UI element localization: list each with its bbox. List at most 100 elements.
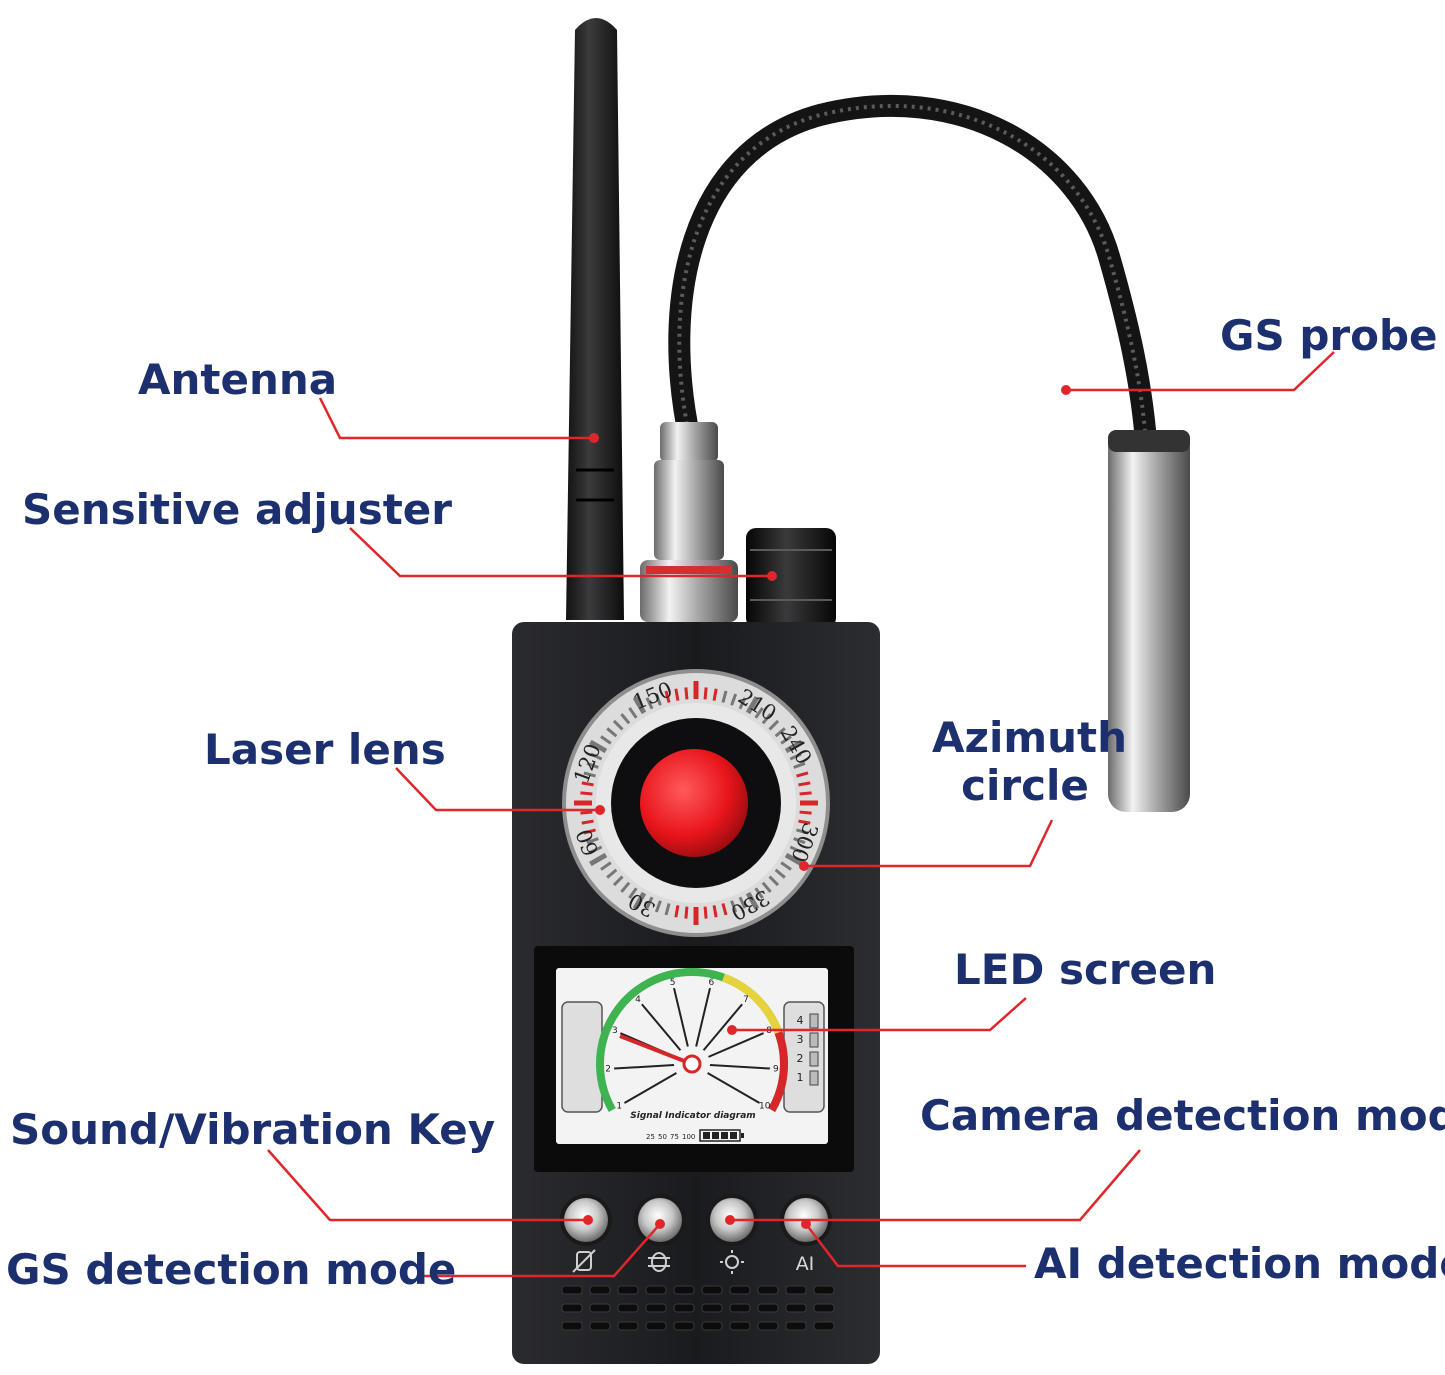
grille-slot xyxy=(673,1303,695,1313)
dial-tick xyxy=(620,881,631,893)
dial-tick xyxy=(798,781,811,787)
dial-tick xyxy=(664,690,671,703)
grille-slot xyxy=(561,1303,583,1313)
grille-slot xyxy=(785,1285,807,1295)
grille-slot xyxy=(617,1303,639,1313)
dial-tick xyxy=(612,719,624,731)
dial-tick xyxy=(620,713,631,725)
dial-tick xyxy=(761,713,772,725)
bar-number: 2 xyxy=(797,1052,804,1065)
dial-tick xyxy=(632,891,647,910)
dial-tick xyxy=(645,697,654,710)
dial-tick xyxy=(796,771,809,778)
label-camera-detection-mode: Camera detection mode xyxy=(920,1091,1445,1140)
grille-slot xyxy=(561,1321,583,1331)
dial-tick xyxy=(745,891,760,910)
dial-tick xyxy=(645,896,654,909)
laser-lens xyxy=(640,749,748,857)
screen-caption: Signal Indicator diagram xyxy=(630,1111,755,1121)
grille-slot xyxy=(617,1321,639,1331)
dial-tick xyxy=(703,906,708,919)
gauge-spoke xyxy=(695,987,711,1047)
label-azimuth-circle: Azimuth circle xyxy=(932,713,1127,811)
gauge-number: 10 xyxy=(759,1102,771,1112)
leader-laser-lens xyxy=(395,767,600,812)
sensitive-adjuster-knob xyxy=(746,528,836,628)
vibration-icon xyxy=(572,1249,596,1273)
dial-tick xyxy=(793,761,806,769)
dial-tick xyxy=(612,875,624,887)
dial-tick xyxy=(745,696,760,715)
gauge-number: 5 xyxy=(670,978,676,988)
dial-tick xyxy=(789,845,802,854)
bar-segment xyxy=(809,1070,819,1086)
gauge-number: 1 xyxy=(616,1102,622,1112)
dial-tick xyxy=(796,828,809,835)
leader-sound-vibration xyxy=(267,1149,588,1222)
dial-tick xyxy=(761,881,772,893)
dial-tick xyxy=(738,896,747,909)
gauge-spoke xyxy=(702,1003,743,1051)
dial-tick xyxy=(581,781,594,787)
dial-tick xyxy=(674,688,680,701)
bar-segment xyxy=(809,1013,819,1029)
grille-slot xyxy=(645,1321,667,1331)
leader-gs-probe xyxy=(1066,351,1335,392)
dial-tick xyxy=(712,905,718,918)
dial-tick xyxy=(583,771,596,778)
gauge-number: 9 xyxy=(773,1064,779,1074)
dial-tick xyxy=(580,810,593,815)
dial-tick xyxy=(789,752,802,761)
dial-tick xyxy=(684,687,689,700)
dial-tick xyxy=(600,735,612,745)
dial-tick xyxy=(674,905,680,918)
dial-tick xyxy=(703,687,708,700)
gauge-spoke xyxy=(709,1064,770,1070)
probe-connector xyxy=(640,422,738,622)
button-icons xyxy=(572,1249,744,1274)
gauge-number: 6 xyxy=(709,978,715,988)
dial-tick xyxy=(628,887,638,899)
grille-slot xyxy=(589,1303,611,1313)
bar-number: 3 xyxy=(797,1033,804,1046)
dial-tick xyxy=(730,693,738,706)
bar-segment xyxy=(809,1051,819,1067)
dial-tick xyxy=(793,837,806,845)
dial-tick xyxy=(738,697,747,710)
dial-tick xyxy=(774,727,786,738)
gauge-number: 4 xyxy=(635,995,641,1005)
grille-slot xyxy=(645,1303,667,1313)
gauge-spoke xyxy=(707,1072,761,1104)
antenna xyxy=(566,18,624,620)
grille-slot xyxy=(785,1303,807,1313)
dial-tick xyxy=(664,903,671,916)
leader-antenna xyxy=(318,397,594,440)
label-azimuth-line-2: circle xyxy=(961,761,1089,811)
grille-slot xyxy=(729,1303,751,1313)
dial-tick xyxy=(684,906,689,919)
grille-slot xyxy=(701,1285,723,1295)
light-icon xyxy=(720,1250,744,1274)
grille-slot xyxy=(813,1285,835,1295)
leader-lines xyxy=(267,351,1335,1278)
label-led-screen: LED screen xyxy=(954,945,1217,994)
leader-azimuth-circle xyxy=(804,819,1054,868)
grille-slot xyxy=(673,1321,695,1331)
leader-led-screen xyxy=(732,997,1027,1032)
bar-number: 4 xyxy=(797,1014,804,1027)
grille-slot xyxy=(813,1321,835,1331)
dial-tick xyxy=(628,707,638,719)
dial-tick xyxy=(654,900,662,913)
grille-slot xyxy=(813,1303,835,1313)
ai-icon: AI xyxy=(796,1253,815,1275)
dial-tick xyxy=(754,707,764,719)
bug-icon xyxy=(648,1252,670,1272)
dial-tick xyxy=(721,903,728,916)
bar-number: 1 xyxy=(797,1071,804,1084)
dial-tick xyxy=(654,693,662,706)
gauge-number: 7 xyxy=(743,995,749,1005)
dial-tick xyxy=(632,696,647,715)
leader-camera-detection xyxy=(730,1149,1141,1222)
grille-slot xyxy=(617,1285,639,1295)
grille-slot xyxy=(589,1285,611,1295)
